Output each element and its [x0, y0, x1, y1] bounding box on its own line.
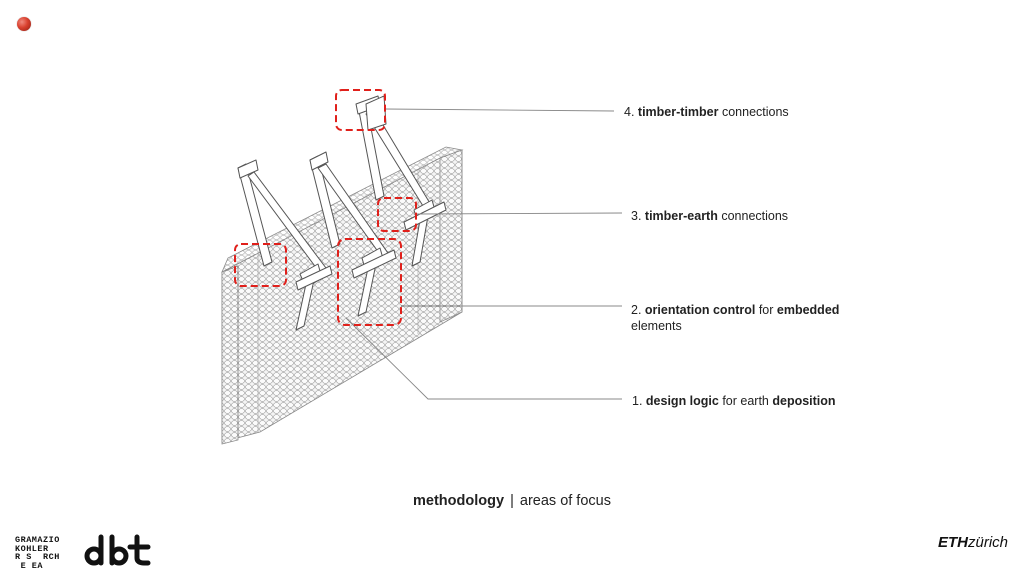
leader-lines: [345, 108, 623, 400]
highlight-orientation-control: [337, 238, 402, 326]
highlight-timber-timber: [335, 89, 386, 131]
slide-caption: methodology | areas of focus: [0, 493, 1024, 509]
label-timber-earth: 3. timber-earth connections: [631, 209, 789, 223]
gramazio-kohler-logo: GRAMAZIO KOHLER R S RCH E EA: [15, 535, 60, 571]
caption-subtitle: areas of focus: [519, 493, 611, 509]
caption-title: methodology: [413, 493, 505, 509]
dbt-logo: dbt: [84, 534, 151, 566]
eth-zurich-logo: ETHzürich: [937, 534, 1008, 551]
leader-4: [384, 108, 615, 112]
label-orientation-control: 2. orientation control for embedded elem…: [631, 303, 840, 333]
leader-1: [345, 317, 622, 400]
highlight-timber-earth: [377, 197, 417, 232]
leader-3: [416, 212, 623, 215]
record-indicator-icon: [17, 17, 31, 31]
focus-highlights: [234, 89, 417, 326]
label-design-logic: 1. design logic for earth deposition: [632, 394, 836, 408]
label-timber-timber: 4. timber-timber connections: [624, 105, 789, 119]
caption-separator: |: [510, 493, 514, 509]
timber-frame: [237, 95, 447, 331]
